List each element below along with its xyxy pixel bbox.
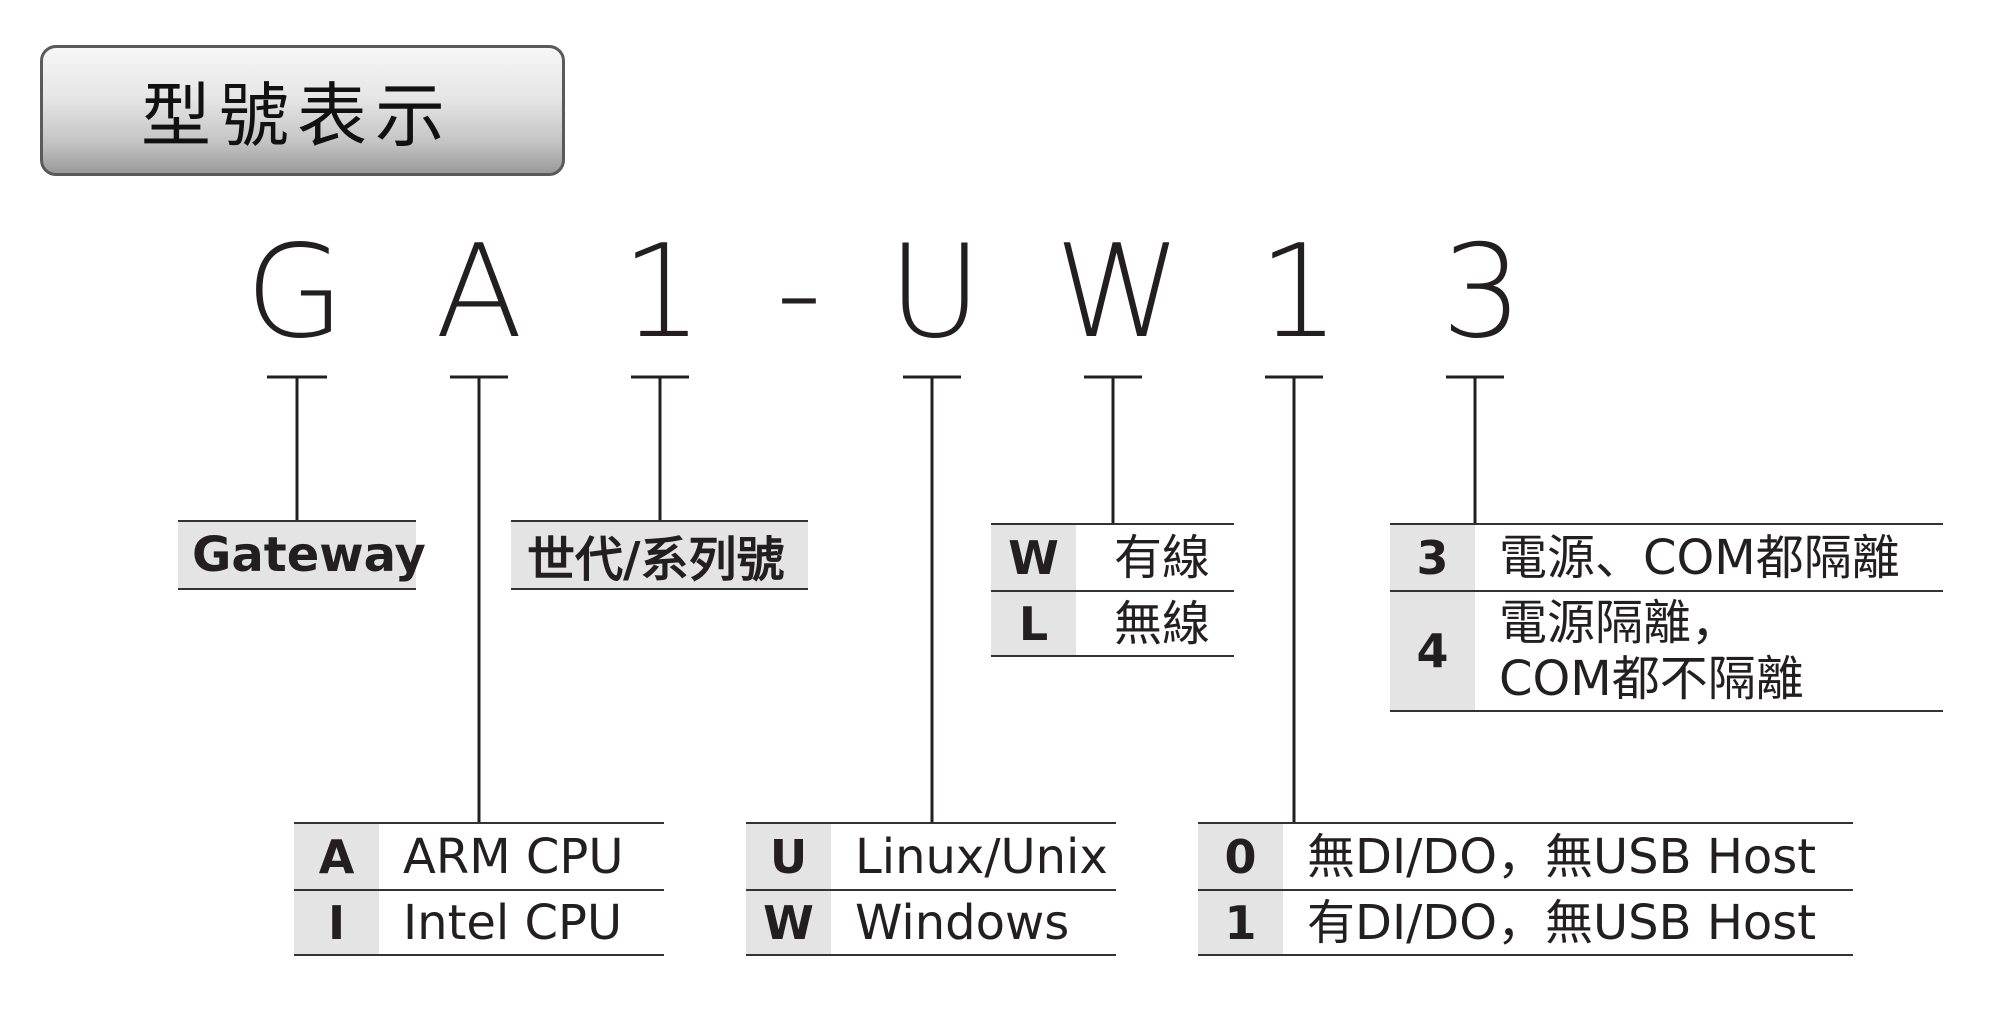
io-option-value: 無DI/DO，無USB Host (1307, 828, 1817, 885)
cpu-option-row: A ARM CPU (294, 822, 664, 889)
io-option-key: 0 (1198, 824, 1283, 889)
isolation-option-key: 4 (1390, 592, 1475, 710)
generation-label-box: 世代/系列號 (511, 520, 808, 590)
isolation-option-value: 電源、COM都隔離 (1499, 529, 1900, 586)
code-char-1b: 1 (1258, 217, 1340, 367)
code-char-3: 3 (1441, 217, 1523, 367)
network-option-key: W (991, 525, 1076, 590)
os-option-key: U (746, 824, 831, 889)
os-option-key: W (746, 891, 831, 954)
network-option-row: W 有線 (991, 523, 1234, 590)
gateway-label: Gateway (192, 527, 426, 583)
cpu-option-value: ARM CPU (403, 828, 624, 885)
code-char-g: G (245, 217, 345, 367)
network-option-value: 有線 (1114, 529, 1211, 586)
io-options-table: 0 無DI/DO，無USB Host 1 有DI/DO，無USB Host (1198, 822, 1853, 956)
isolation-option-row: 3 電源、COM都隔離 (1390, 523, 1943, 590)
os-option-value: Linux/Unix (855, 828, 1108, 885)
network-options-table: W 有線 L 無線 (991, 523, 1234, 657)
code-char-a: A (435, 217, 523, 367)
os-option-row: W Windows (746, 889, 1116, 956)
os-option-value: Windows (855, 894, 1070, 951)
cpu-option-key: I (294, 891, 379, 954)
io-option-row: 0 無DI/DO，無USB Host (1198, 822, 1853, 889)
isolation-option-value: 電源隔離， COM都不隔離 (1475, 592, 1804, 710)
cpu-option-row: I Intel CPU (294, 889, 664, 956)
os-options-table: U Linux/Unix W Windows (746, 822, 1116, 956)
page-title: 型號表示 (141, 75, 453, 157)
generation-label: 世代/系列號 (527, 532, 785, 588)
cpu-option-value: Intel CPU (403, 894, 623, 951)
isolation-option-value-line1: 電源隔離， (1499, 595, 1740, 651)
cpu-options-table: A ARM CPU I Intel CPU (294, 822, 664, 956)
io-option-value: 有DI/DO，無USB Host (1307, 894, 1817, 951)
cpu-option-key: A (294, 824, 379, 889)
network-option-key: L (991, 592, 1076, 655)
os-option-row: U Linux/Unix (746, 822, 1116, 889)
io-option-row: 1 有DI/DO，無USB Host (1198, 889, 1853, 956)
code-char-dash: - (775, 217, 823, 367)
isolation-option-row: 4 電源隔離， COM都不隔離 (1390, 590, 1943, 712)
code-char-w: W (1054, 217, 1182, 367)
code-char-1: 1 (621, 217, 703, 367)
isolation-options-table: 3 電源、COM都隔離 4 電源隔離， COM都不隔離 (1390, 523, 1943, 712)
network-option-value: 無線 (1114, 595, 1211, 652)
isolation-option-key: 3 (1390, 525, 1475, 590)
title-banner: 型號表示 (40, 45, 565, 176)
network-option-row: L 無線 (991, 590, 1234, 657)
code-char-u: U (888, 217, 982, 367)
io-option-key: 1 (1198, 891, 1283, 954)
isolation-option-value-line2: COM都不隔離 (1499, 651, 1804, 707)
gateway-label-box: Gateway (178, 520, 426, 590)
